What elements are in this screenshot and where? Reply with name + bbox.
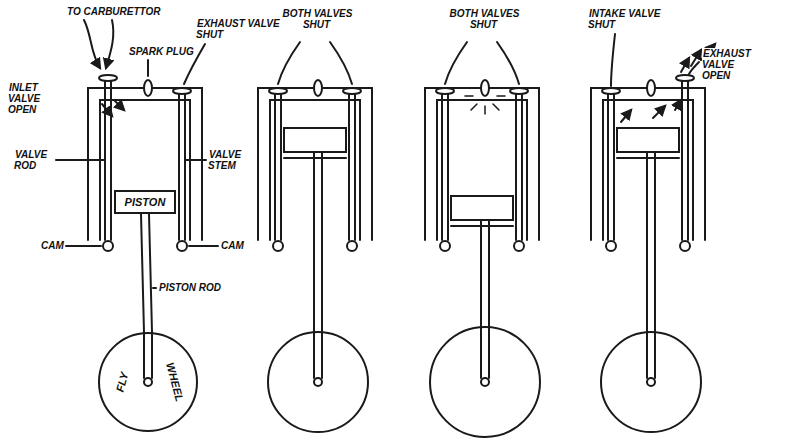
part-label: CAM [220,240,245,251]
state-label-box: EXHAUST VALVE SHUT [196,18,288,40]
state-label-box: EXHAUST VALVE OPEN [702,48,762,81]
state-label-box: BOTH VALVES SHUT [447,8,521,30]
part-label: VALVE STEM [208,149,241,171]
state-label: EXHAUST VALVE SHUT [196,18,280,40]
flywheel-outline [98,332,198,432]
part-label-box: SPARK PLUG [128,46,195,57]
part-label: TO CARBURETTOR [66,6,162,17]
wheel-lettering: FLY [114,371,131,393]
state-label-box: INLET VALVE OPEN [8,82,54,115]
piston-rod [141,214,152,332]
piston-box: PISTON [114,190,176,214]
state-label: INLET VALVE OPEN [8,82,40,115]
part-label-box: CAM [40,240,65,251]
part-label-box: CAM [220,240,245,251]
part-label-box: PISTON ROD [158,282,222,293]
cylinder-exhaust [591,34,715,432]
cylinder-intake [56,20,218,386]
part-label-box: TO CARBURETTOR [66,6,162,17]
cylinder-compression [258,42,372,432]
part-label: SPARK PLUG [128,46,195,57]
wheel-lettering: WHEEL [164,361,186,402]
cylinder-power [425,42,540,437]
state-label-box: INTAKE VALVE SHUT [588,8,674,30]
part-label: VALVE ROD [14,149,47,171]
part-name: PISTON [125,196,166,208]
state-label-box: BOTH VALVES SHUT [280,8,354,30]
part-label: CAM [40,240,65,251]
flywheel-circle: FLY WHEEL [98,332,198,432]
state-label: INTAKE VALVE SHUT [588,8,660,30]
state-label: BOTH VALVES SHUT [449,8,520,30]
part-label-box: VALVE ROD [14,149,54,171]
state-label: EXHAUST VALVE OPEN [702,48,751,81]
part-label: PISTON ROD [158,282,222,293]
part-label-box: VALVE STEM [208,149,252,171]
state-label: BOTH VALVES SHUT [282,8,353,30]
